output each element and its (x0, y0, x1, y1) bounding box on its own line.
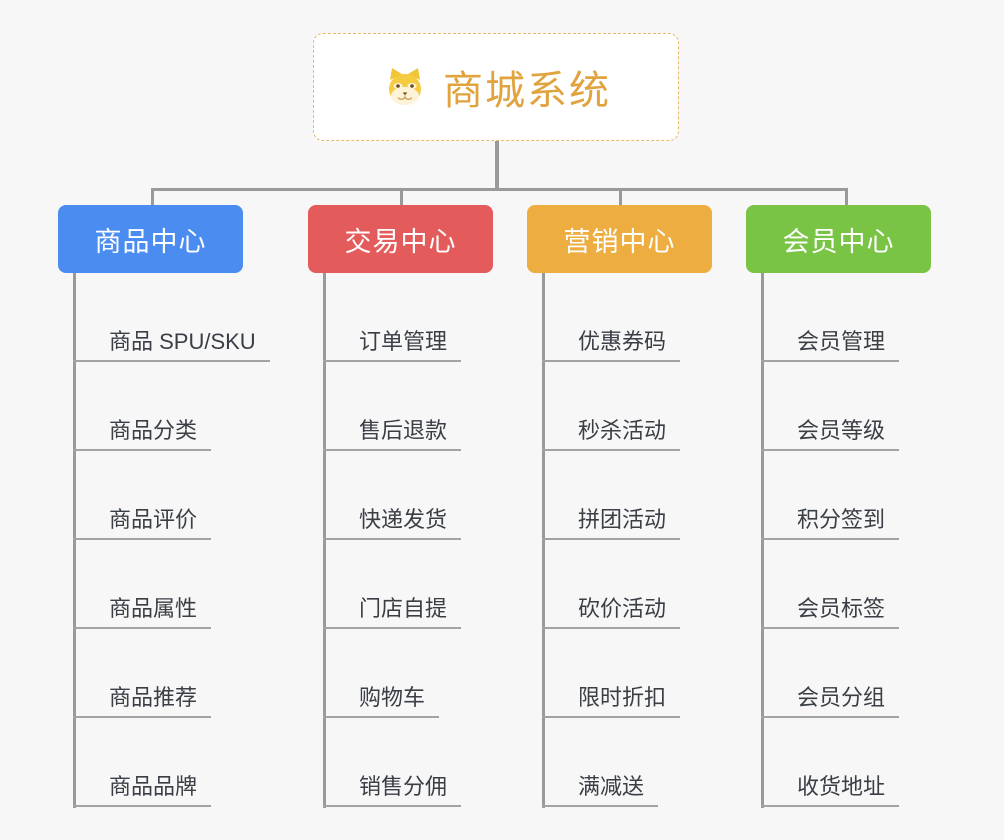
branch-column-marketing-center: 营销中心 优惠券码 秒杀活动 拼团活动 砍价活动 限时折扣 满减送 (527, 205, 712, 808)
leaf-item[interactable]: 限时折扣 (542, 629, 712, 718)
leaf-label: 购物车 (323, 685, 440, 718)
leaf-item[interactable]: 购物车 (323, 629, 493, 718)
leaf-item[interactable]: 会员标签 (761, 540, 931, 629)
leaf-item[interactable]: 快递发货 (323, 451, 493, 540)
leaf-list-member-center: 会员管理 会员等级 积分签到 会员标签 会员分组 收货地址 (761, 273, 931, 807)
leaf-label: 优惠券码 (542, 329, 681, 362)
leaf-label: 会员等级 (761, 418, 900, 451)
leaf-item[interactable]: 订单管理 (323, 273, 493, 362)
branch-rail (761, 273, 764, 808)
leaf-label: 会员分组 (761, 685, 900, 718)
leaf-label: 商品属性 (73, 596, 212, 629)
leaf-item[interactable]: 商品推荐 (73, 629, 243, 718)
category-header-product-center[interactable]: 商品中心 (58, 205, 243, 273)
leaf-label: 砍价活动 (542, 596, 681, 629)
leaf-item[interactable]: 会员等级 (761, 362, 931, 451)
leaf-label: 订单管理 (323, 329, 462, 362)
leaf-item[interactable]: 商品品牌 (73, 718, 243, 807)
leaf-label: 门店自提 (323, 596, 462, 629)
branch-rail (73, 273, 76, 808)
leaf-label: 快递发货 (323, 507, 462, 540)
leaf-label: 秒杀活动 (542, 418, 681, 451)
leaf-label: 会员标签 (761, 596, 900, 629)
leaf-label: 商品 SPU/SKU (73, 329, 270, 362)
leaf-label: 商品评价 (73, 507, 212, 540)
leaf-label: 售后退款 (323, 418, 462, 451)
leaf-item[interactable]: 商品评价 (73, 451, 243, 540)
leaf-list-product-center: 商品 SPU/SKU 商品分类 商品评价 商品属性 商品推荐 商品品牌 (73, 273, 270, 807)
leaf-item[interactable]: 优惠券码 (542, 273, 712, 362)
leaf-label: 满减送 (542, 774, 659, 807)
leaf-item[interactable]: 砍价活动 (542, 540, 712, 629)
branch-rail (323, 273, 326, 808)
connector-root-stem (495, 141, 499, 191)
leaf-label: 拼团活动 (542, 507, 681, 540)
category-header-trade-center[interactable]: 交易中心 (308, 205, 493, 273)
leaf-item[interactable]: 售后退款 (323, 362, 493, 451)
leaf-label: 限时折扣 (542, 685, 681, 718)
branch-column-trade-center: 交易中心 订单管理 售后退款 快递发货 门店自提 购物车 销售分佣 (308, 205, 493, 808)
leaf-item[interactable]: 会员管理 (761, 273, 931, 362)
leaf-item[interactable]: 满减送 (542, 718, 712, 807)
leaf-item[interactable]: 商品属性 (73, 540, 243, 629)
category-label: 会员中心 (782, 226, 895, 257)
leaf-label: 商品推荐 (73, 685, 212, 718)
leaf-item[interactable]: 商品 SPU/SKU (73, 273, 270, 362)
leaf-item[interactable]: 门店自提 (323, 540, 493, 629)
leaf-label: 积分签到 (761, 507, 900, 540)
leaf-label: 销售分佣 (323, 774, 462, 807)
leaf-item[interactable]: 商品分类 (73, 362, 243, 451)
leaf-list-marketing-center: 优惠券码 秒杀活动 拼团活动 砍价活动 限时折扣 满减送 (542, 273, 712, 807)
leaf-label: 商品分类 (73, 418, 212, 451)
leaf-item[interactable]: 销售分佣 (323, 718, 493, 807)
branch-column-product-center: 商品中心 商品 SPU/SKU 商品分类 商品评价 商品属性 商品推荐 商品品牌 (58, 205, 270, 808)
connector-drop-marketing-center (619, 188, 622, 210)
category-label: 商品中心 (94, 226, 207, 257)
leaf-list-trade-center: 订单管理 售后退款 快递发货 门店自提 购物车 销售分佣 (323, 273, 493, 807)
connector-horizontal-bus (151, 188, 848, 191)
leaf-item[interactable]: 会员分组 (761, 629, 931, 718)
category-header-member-center[interactable]: 会员中心 (746, 205, 931, 273)
leaf-label: 会员管理 (761, 329, 900, 362)
connector-drop-member-center (845, 188, 848, 210)
leaf-item[interactable]: 秒杀活动 (542, 362, 712, 451)
branch-rail (542, 273, 545, 808)
leaf-item[interactable]: 积分签到 (761, 451, 931, 540)
connector-drop-trade-center (400, 188, 403, 210)
category-label: 营销中心 (563, 226, 676, 257)
root-node[interactable]: 商城系统 (313, 33, 679, 141)
leaf-item[interactable]: 拼团活动 (542, 451, 712, 540)
category-header-marketing-center[interactable]: 营销中心 (527, 205, 712, 273)
leaf-item[interactable]: 收货地址 (761, 718, 931, 807)
leaf-label: 商品品牌 (73, 774, 212, 807)
branch-column-member-center: 会员中心 会员管理 会员等级 积分签到 会员标签 会员分组 收货地址 (746, 205, 931, 808)
shiba-dog-face-icon (381, 63, 429, 111)
root-title: 商城系统 (443, 69, 611, 113)
leaf-label: 收货地址 (761, 774, 900, 807)
category-label: 交易中心 (344, 226, 457, 257)
connector-drop-product-center (151, 188, 154, 210)
